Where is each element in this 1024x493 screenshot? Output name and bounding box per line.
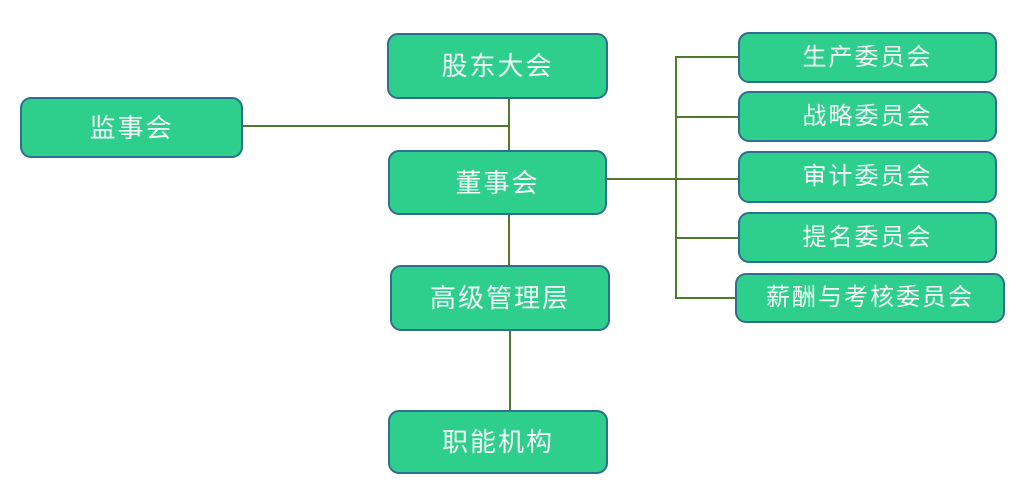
- node-senior-management: 高级管理层: [390, 265, 610, 331]
- node-shareholders-meeting: 股东大会: [387, 33, 608, 99]
- connector-board-management: [508, 215, 510, 265]
- connector-branch-strategy: [677, 116, 738, 118]
- node-strategy-committee: 战略委员会: [738, 91, 997, 142]
- node-production-committee: 生产委员会: [738, 32, 997, 83]
- node-nomination-committee: 提名委员会: [738, 212, 997, 263]
- node-supervisory-board: 监事会: [20, 97, 243, 158]
- connector-branch-production: [677, 56, 738, 58]
- connector-management-functional: [509, 331, 511, 410]
- connector-branch-remuneration: [677, 297, 735, 299]
- node-board-of-directors: 董事会: [388, 150, 607, 215]
- connector-board-to-committee-bus: [607, 178, 738, 180]
- connector-branch-nomination: [677, 237, 738, 239]
- connector-shareholders-board: [508, 99, 510, 150]
- connector-committee-bus: [675, 56, 677, 299]
- node-remuneration-assessment-committee: 薪酬与考核委员会: [735, 273, 1005, 323]
- node-audit-committee: 审计委员会: [738, 151, 997, 203]
- connector-supervisory: [243, 125, 510, 127]
- node-functional-bodies: 职能机构: [388, 410, 608, 474]
